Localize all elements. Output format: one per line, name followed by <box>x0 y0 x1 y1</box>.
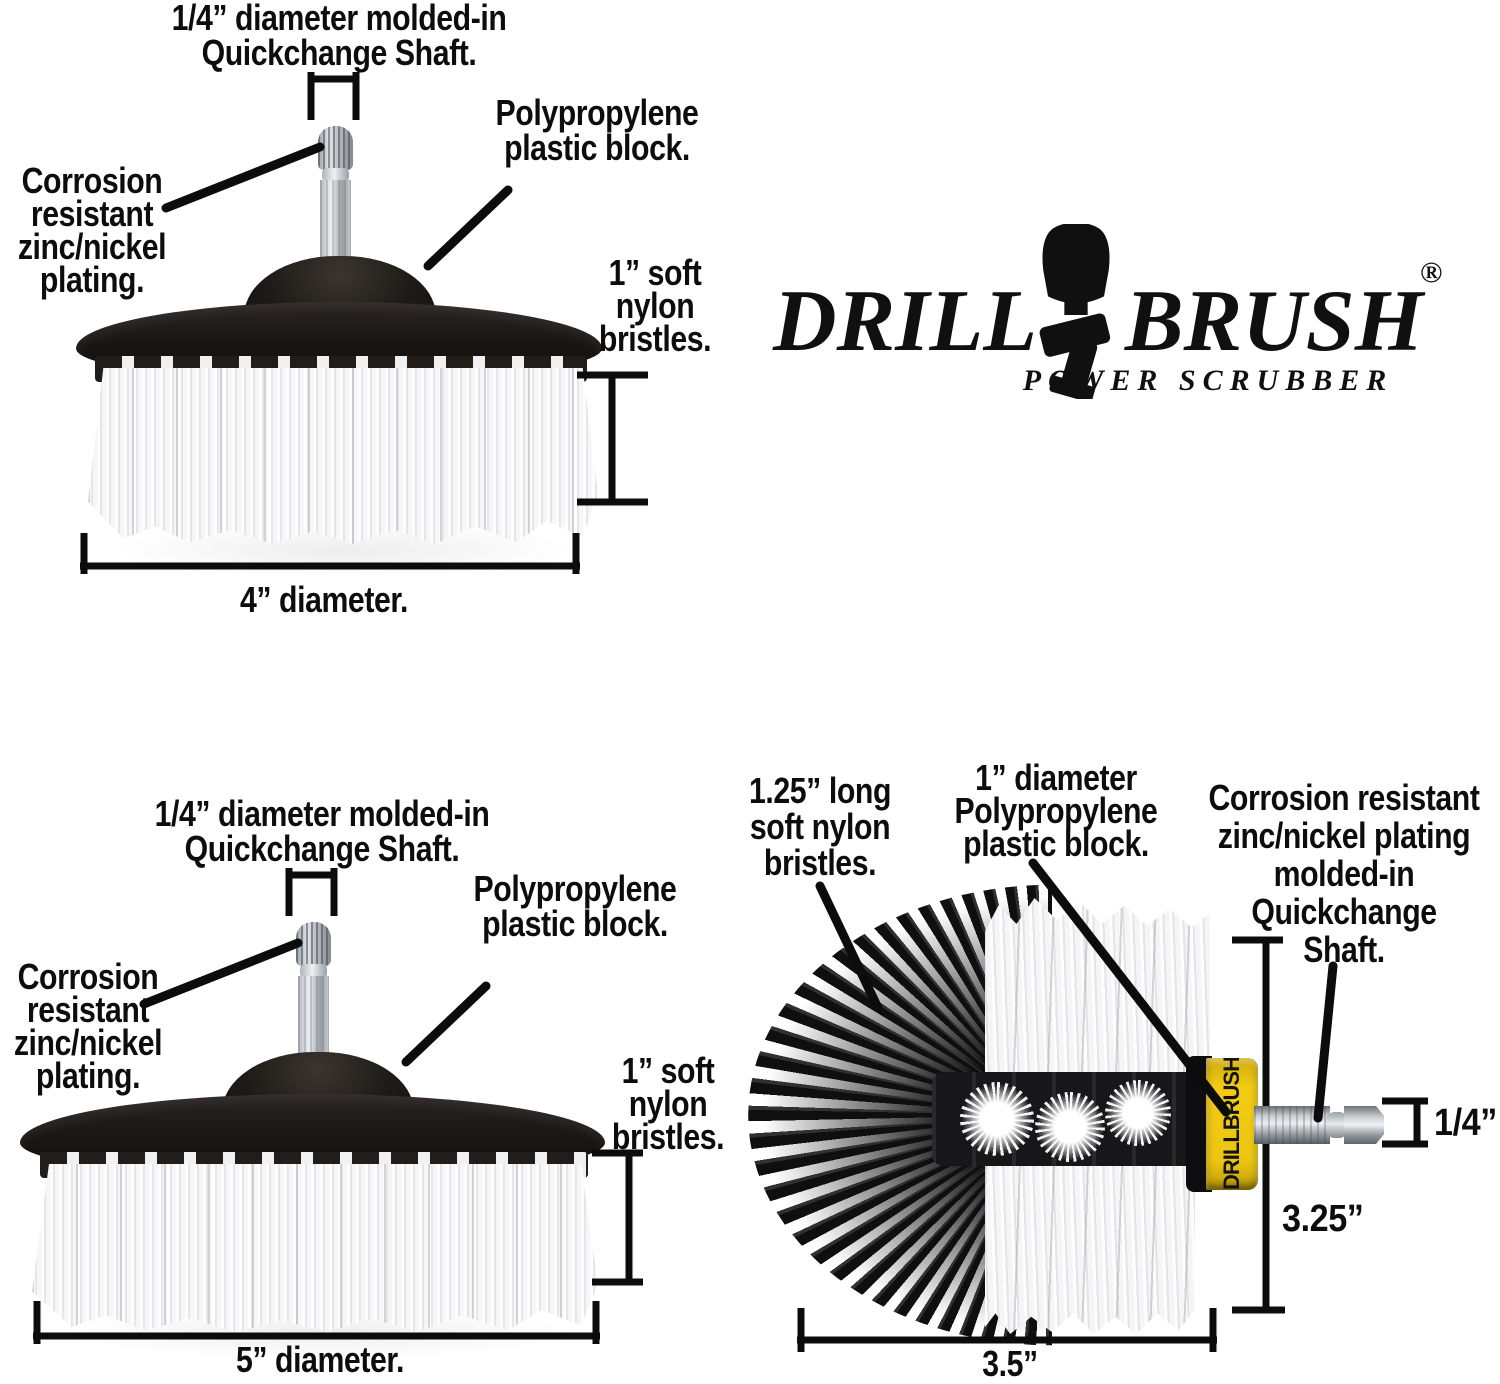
round-poly-leader <box>1028 858 1231 1117</box>
brush5-callout-poly: Polypropylene plastic block. <box>473 868 677 944</box>
brush5-diameter-bracket <box>33 1301 600 1344</box>
round-brush-white-tuft-3 <box>1105 1080 1171 1146</box>
logo-word-drill: DRILL <box>773 273 1037 370</box>
drill-icon <box>1039 224 1111 399</box>
brush4-shaft-hex <box>320 180 351 262</box>
brush5-bristle-bracket <box>592 1149 643 1286</box>
round-dim-width-label: 3.5” <box>982 1343 1038 1384</box>
round-brush-yellow-band: DRILLBRUSH <box>1206 1058 1258 1190</box>
round-dim-quarter-label: 1/4” <box>1434 1102 1497 1144</box>
brush5-callout-bristles: 1” soft nylon bristles. <box>611 1050 725 1157</box>
brush5-dimension-label: 5” diameter. <box>235 1339 405 1380</box>
brush4-callout-bristles: 1” soft nylon bristles. <box>598 252 712 359</box>
round-width-bracket <box>797 1308 1217 1352</box>
round-callout-poly: 1” diameter Polypropylene plastic block. <box>954 757 1158 864</box>
brush5-poly-leader <box>401 981 491 1067</box>
brush4-diameter-bracket <box>80 533 580 574</box>
brush4-callout-quickchange: 1/4” diameter molded-in Quickchange Shaf… <box>171 0 507 73</box>
round-callout-bristles: 1.25” long soft nylon bristles. <box>749 770 891 883</box>
brush4-plating-leader <box>161 142 325 213</box>
brush4-bristle-bracket <box>577 371 648 506</box>
brush5-shaft-neck <box>300 964 327 978</box>
brush5-callout-quickchange: 1/4” diameter molded-in Quickchange Shaf… <box>154 793 490 869</box>
round-brush-shaft-groove <box>1326 1112 1348 1138</box>
brush5-shaft-bracket <box>285 868 338 916</box>
brush5-bristles <box>32 1164 598 1332</box>
brush5-shaft-hex <box>298 976 329 1058</box>
logo-word-brush: BRUSH <box>1124 273 1424 370</box>
brush5-plating-leader <box>139 938 303 1009</box>
round-bristle-leader <box>815 881 883 1013</box>
brush4-callout-plating: Corrosion resistant zinc/nickel plating. <box>17 160 167 300</box>
round-shaft-leader <box>1313 961 1338 1123</box>
round-brush-white-bristles-top <box>985 898 1210 1083</box>
registered-trademark-icon: ® <box>1420 256 1443 289</box>
brush4-dimension-label: 4” diameter. <box>239 579 409 620</box>
brush4-callout-poly: Polypropylene plastic block. <box>495 92 699 168</box>
round-dim-height-label: 3.25” <box>1282 1198 1364 1240</box>
round-brush-white-bristles-bottom <box>985 1162 1195 1334</box>
brush4-shaft-bracket <box>307 72 360 120</box>
round-callout-shaft: Corrosion resistant zinc/nickel plating … <box>1208 777 1480 970</box>
round-brush-white-tuft-1 <box>960 1082 1034 1156</box>
round-brush-white-tuft-2 <box>1035 1092 1105 1162</box>
round-brush-shaft-tip <box>1344 1106 1384 1144</box>
brush4-bristles <box>88 368 598 544</box>
brush4-shaft-neck <box>322 168 349 182</box>
brush5-callout-plating: Corrosion resistant zinc/nickel plating. <box>13 956 163 1096</box>
brush4-poly-leader <box>423 185 513 271</box>
round-quarter-bracket <box>1382 1097 1428 1148</box>
